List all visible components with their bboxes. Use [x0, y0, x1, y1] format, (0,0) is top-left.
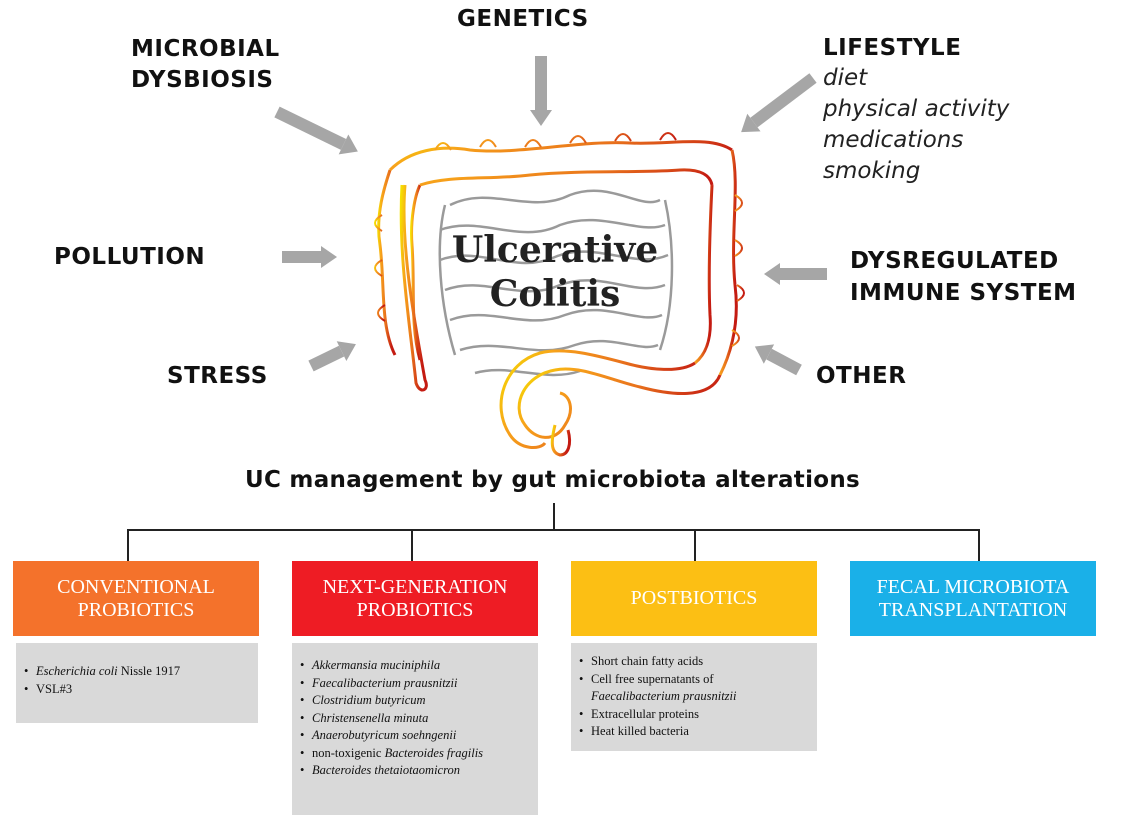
- list-item: VSL#3: [20, 681, 258, 699]
- arrow-genetics: [530, 56, 552, 126]
- small-intestine: [438, 189, 674, 377]
- tree-branch-2: [411, 529, 413, 561]
- category-label: Transplantation: [878, 598, 1068, 621]
- colon-haustra: [374, 132, 745, 347]
- category-fecal-microbiota-transplantation: Fecal MicrobiotaTransplantation: [850, 561, 1096, 636]
- list-item: Akkermansia muciniphila: [296, 657, 538, 675]
- arrow-dysregulated: [764, 263, 827, 285]
- list-item: Heat killed bacteria: [575, 723, 817, 741]
- lifestyle-items: diet physical activity medications smoki…: [823, 63, 1009, 187]
- category-label: Fecal Microbiota: [876, 575, 1070, 598]
- tree-branch-4: [978, 529, 980, 561]
- list-next-generation-probiotics: Akkermansia muciniphila Faecalibacterium…: [292, 643, 538, 815]
- category-conventional-probiotics: ConventionalProbiotics: [13, 561, 259, 636]
- factor-dysregulated-line1: DYSREGULATED: [850, 248, 1059, 274]
- factor-stress: STRESS: [167, 363, 268, 389]
- colon-illustration: [374, 132, 745, 457]
- list-item: Escherichia coli Nissle 1917: [20, 663, 258, 681]
- list-item: Bacteroides thetaiotaomicron: [296, 762, 538, 780]
- category-postbiotics: Postbiotics: [571, 561, 817, 636]
- tree-horizontal: [127, 529, 980, 531]
- list-item: Christensenella minuta: [296, 710, 538, 728]
- list-item: non-toxigenic Bacteroides fragilis: [296, 745, 502, 763]
- factor-genetics: GENETICS: [457, 6, 589, 32]
- factor-microbial-line2: DYSBIOSIS: [131, 67, 274, 93]
- management-title: UC management by gut microbiota alterati…: [244, 467, 861, 493]
- list-item: Anaerobutyricum soehngenii: [296, 727, 538, 745]
- center-title: Ulcerative Colitis: [420, 228, 690, 316]
- factor-other: OTHER: [816, 363, 907, 389]
- category-label: Probiotics: [77, 598, 195, 621]
- category-next-generation-probiotics: Next-GenerationProbiotics: [292, 561, 538, 636]
- factor-lifestyle: LIFESTYLE: [823, 35, 962, 61]
- lifestyle-item-medications: medications: [823, 127, 964, 153]
- list-item: Extracellular proteins: [575, 706, 817, 724]
- category-label: Postbiotics: [630, 587, 758, 609]
- colon-outline: [377, 140, 738, 457]
- list-item: Short chain fatty acids: [575, 653, 817, 671]
- tree-branch-3: [694, 529, 696, 561]
- list-conventional-probiotics: Escherichia coli Nissle 1917 VSL#3: [16, 643, 258, 723]
- arrow-pollution: [282, 246, 337, 268]
- tree-stem: [553, 503, 555, 530]
- category-label: Conventional: [57, 575, 215, 598]
- category-label: Probiotics: [356, 598, 474, 621]
- lifestyle-item-smoking: smoking: [823, 158, 921, 184]
- factor-pollution: POLLUTION: [54, 244, 206, 270]
- category-label: Next-Generation: [322, 575, 508, 598]
- center-title-line1: Ulcerative: [451, 229, 659, 271]
- list-item: Faecalibacterium prausnitzii: [296, 675, 538, 693]
- factor-microbial-line1: MICROBIAL: [131, 36, 280, 62]
- arrow-other: [749, 336, 804, 380]
- lifestyle-item-physical-activity: physical activity: [823, 96, 1010, 122]
- list-item: Cell free supernatants of Faecalibacteri…: [575, 671, 796, 706]
- lifestyle-item-diet: diet: [823, 65, 868, 91]
- factor-dysregulated-line2: IMMUNE SYSTEM: [850, 280, 1077, 306]
- list-item: Clostridium butyricum: [296, 692, 538, 710]
- center-title-line2: Colitis: [489, 273, 621, 315]
- list-postbiotics: Short chain fatty acids Cell free supern…: [571, 643, 817, 751]
- tree-branch-1: [127, 529, 129, 561]
